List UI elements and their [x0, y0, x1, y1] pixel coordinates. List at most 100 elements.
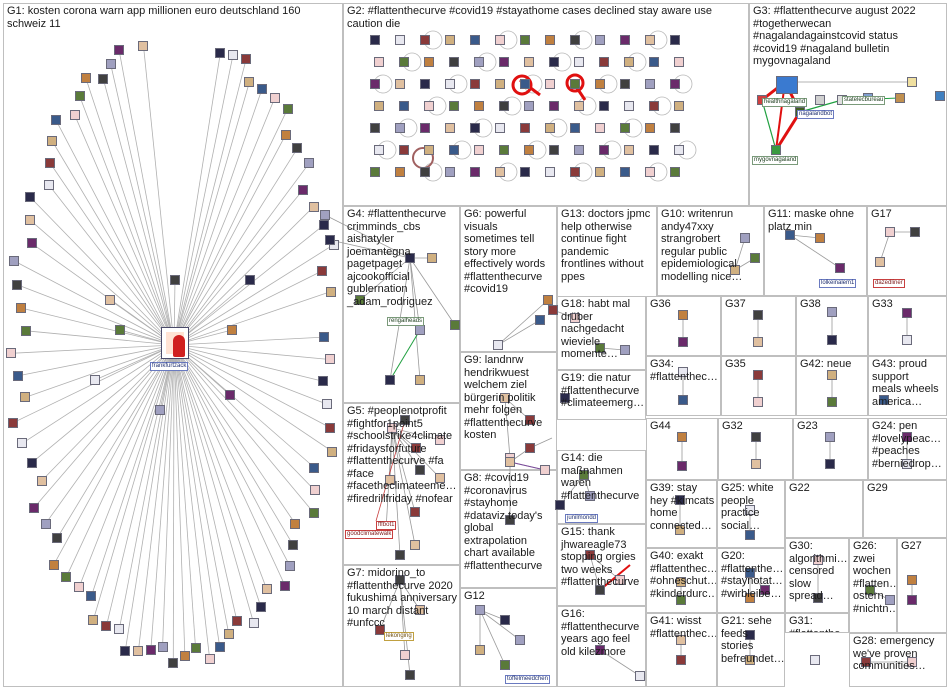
network-node: [475, 605, 485, 615]
network-node: [505, 457, 515, 467]
network-node: [370, 123, 380, 133]
network-node: [549, 145, 559, 155]
network-node: [595, 343, 605, 353]
network-node: [750, 253, 760, 263]
network-node: [309, 508, 320, 519]
network-node: [753, 310, 763, 320]
network-node: [678, 310, 688, 320]
network-node: [318, 332, 329, 343]
hub-edge: [55, 120, 175, 346]
network-node: [324, 354, 335, 365]
network-node: [424, 57, 434, 67]
network-node: [227, 50, 238, 61]
edge: [497, 319, 541, 346]
network-node: [90, 375, 100, 385]
edge: [391, 427, 421, 471]
hub-edge: [11, 344, 175, 354]
network-node: [98, 74, 109, 85]
network-node: [375, 625, 385, 635]
network-node: [280, 130, 291, 141]
network-node: [47, 136, 58, 147]
highlight-edge: [774, 111, 802, 151]
edge: [509, 461, 546, 471]
network-node: [227, 325, 237, 335]
network-node: [910, 227, 920, 237]
group-label: G6: powerful visuals sometimes tell stor…: [464, 208, 546, 295]
edge: [391, 427, 416, 513]
network-node: [543, 295, 553, 305]
group-label: G36: [650, 298, 671, 310]
hub-edge: [13, 260, 175, 346]
network-node: [105, 295, 115, 305]
group-label: G9: landnrw hendrikwuest welchem ziel bü…: [464, 354, 543, 441]
network-node: [624, 57, 634, 67]
network-node: [885, 227, 895, 237]
network-node: [374, 145, 384, 155]
hub-edge: [173, 336, 324, 346]
group-g10: G10: writenrun andy47xxy strangrobert re…: [657, 206, 764, 296]
hub-edge: [21, 344, 175, 444]
node-label-dazedliner: dazedliner: [873, 279, 905, 288]
network-node: [474, 145, 484, 155]
network-node: [570, 167, 580, 177]
network-node: [36, 475, 47, 486]
network-node: [676, 577, 686, 587]
group-label: G25: white people practice social…: [721, 482, 774, 532]
edge: [399, 579, 406, 656]
network-node: [670, 79, 680, 89]
hub-edge: [17, 344, 175, 377]
hub-edge: [85, 78, 175, 346]
network-node: [24, 191, 35, 202]
hub-edge: [173, 291, 331, 346]
group-label: G41: wisst #flattenthec…: [650, 615, 717, 640]
network-node: [26, 238, 37, 249]
hub-edge: [173, 270, 323, 346]
network-node: [308, 201, 319, 212]
network-node: [813, 555, 823, 565]
hub-edge: [56, 344, 175, 539]
network-node: [445, 79, 455, 89]
network-node: [325, 235, 335, 245]
network-node: [585, 491, 595, 501]
network-node: [133, 646, 144, 657]
group-label: G23: [797, 420, 818, 432]
network-node: [753, 397, 763, 407]
network-node: [25, 215, 36, 226]
network-node: [145, 644, 156, 655]
network-node: [495, 123, 505, 133]
network-node: [861, 657, 871, 667]
network-node: [902, 459, 912, 469]
group-g16: G16: #flattenthecurve years ago feel old…: [557, 606, 646, 687]
group-label: G32: [722, 420, 743, 432]
group-label: G19: die natur #flattenthecurve #climate…: [561, 372, 645, 409]
network-node: [374, 101, 384, 111]
hub-edge: [172, 344, 175, 663]
network-node: [935, 91, 945, 101]
network-node: [624, 145, 634, 155]
edge: [504, 397, 511, 459]
network-node: [595, 35, 605, 45]
network-node: [570, 35, 580, 45]
network-node: [385, 375, 395, 385]
group-label: G11: maske ohne platz min: [768, 208, 855, 233]
network-node: [74, 91, 85, 102]
group-label: G1: kosten corona warn app millionen eur…: [7, 5, 301, 30]
network-node: [424, 145, 434, 155]
group-g7: G7: midorino_to #flattenthecurve 2020 fu…: [343, 565, 460, 687]
network-node: [16, 303, 27, 314]
network-node: [20, 392, 31, 403]
network-node: [405, 670, 415, 680]
group-label: G4: #flattenthecurve crimminds_cbs aisha…: [347, 208, 447, 308]
group-g33: G33: [868, 296, 947, 356]
network-node: [499, 145, 509, 155]
group-g34: G34: #flattenthec…: [646, 356, 721, 416]
network-node: [620, 345, 630, 355]
network-node: [190, 642, 201, 653]
group-label: G22: [789, 482, 810, 494]
group-g11: G11: maske ohne platz min: [764, 206, 867, 296]
network-node: [499, 57, 509, 67]
network-node: [395, 123, 405, 133]
network-node: [105, 59, 116, 70]
network-node: [649, 145, 659, 155]
hub-edge: [74, 115, 175, 346]
